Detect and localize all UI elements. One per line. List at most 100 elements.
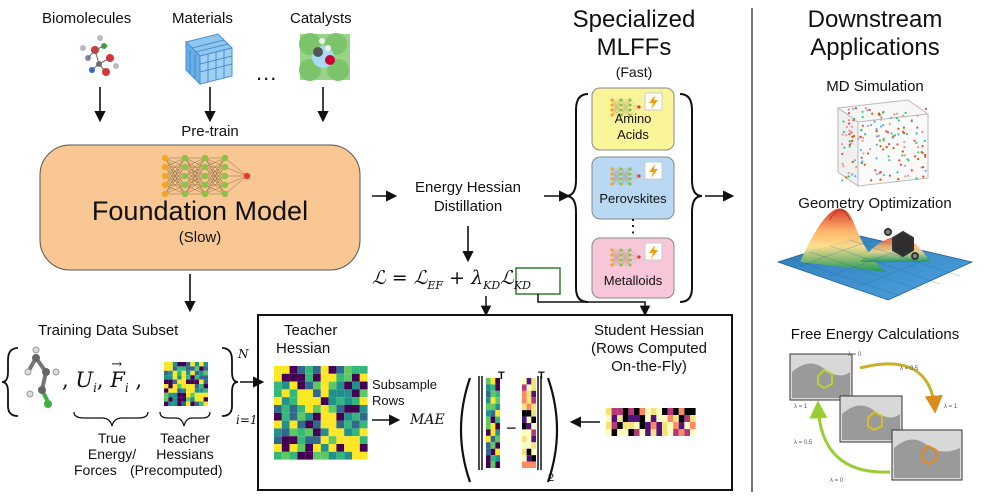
subsample-line1: Subsample xyxy=(372,377,438,392)
heatmap-cell xyxy=(168,388,173,393)
strip-cell xyxy=(522,390,527,398)
strip-cell xyxy=(526,429,532,436)
heatmap-cell xyxy=(344,412,352,421)
md-particle xyxy=(848,143,851,146)
heatmap-cell xyxy=(168,362,173,367)
norm-subscript: 2 xyxy=(548,472,555,484)
md-particle xyxy=(869,148,872,151)
heatmap-cell xyxy=(274,366,282,374)
heatmap-cell xyxy=(289,420,298,429)
heatmap-cell xyxy=(181,362,186,367)
md-particle xyxy=(847,112,851,115)
heatmap-cell xyxy=(194,397,200,402)
student-heatmap-cell xyxy=(639,408,646,415)
md-particle xyxy=(903,154,906,157)
md-particle xyxy=(845,125,848,129)
strip-cell xyxy=(495,435,500,443)
symbol-u: U xyxy=(75,368,94,392)
heatmap-cell xyxy=(359,373,368,382)
nn-node xyxy=(161,172,169,180)
loss-kd-symbol: ℒ xyxy=(500,267,514,289)
heatmap-cell xyxy=(168,375,173,380)
student-heatmap-cell xyxy=(628,408,634,415)
transpose-student: T xyxy=(538,370,545,382)
heatmap-cell xyxy=(177,379,182,384)
heatmap-cell xyxy=(172,370,178,376)
heatmap-cell xyxy=(336,412,345,421)
heatmap-cell xyxy=(336,405,345,413)
strip-cell xyxy=(486,448,491,456)
heatmap-cell xyxy=(281,436,290,444)
md-particle xyxy=(879,171,882,174)
heatmap-cell xyxy=(281,412,290,421)
lambda-label-2: λ = 1 xyxy=(944,404,958,410)
md-particle xyxy=(895,117,898,120)
strip-cell xyxy=(495,442,500,449)
heatmap-cell xyxy=(320,381,329,390)
specialized-title-line2: MLFFs xyxy=(596,34,672,61)
md-particle xyxy=(852,134,856,138)
student-heatmap-cell xyxy=(673,422,679,429)
heatmap-cell xyxy=(320,389,329,398)
heatmap-cell xyxy=(359,405,368,413)
strip-cell xyxy=(526,448,532,456)
md-particle xyxy=(882,139,885,142)
md-particle xyxy=(896,112,899,115)
geometry-optimization-image xyxy=(776,208,974,301)
heatmap-cell xyxy=(297,451,306,460)
md-particle xyxy=(882,123,885,127)
student-heatmap-cell xyxy=(622,408,629,415)
md-particle xyxy=(845,134,848,137)
heatmap-cell xyxy=(320,397,329,405)
training-tuple: , Ui, →Fi , xyxy=(62,357,143,396)
md-particle xyxy=(860,156,863,159)
heatmap-cell xyxy=(305,373,313,382)
teacher-title-line2: Hessian xyxy=(276,340,331,357)
heatmap-cell xyxy=(289,389,298,398)
heatmap-cell xyxy=(336,436,345,444)
student-heatmap-cell xyxy=(628,429,634,436)
heatmap-cell xyxy=(305,412,313,421)
md-particle xyxy=(882,137,885,141)
heatmap-cell xyxy=(186,362,191,367)
md-particle xyxy=(910,169,913,172)
heatmap-cell xyxy=(281,420,290,429)
heatmap-cell xyxy=(305,428,313,437)
student-heatmap-cell xyxy=(678,408,685,415)
heatmap-cell xyxy=(203,370,208,376)
heatmap-cell xyxy=(297,428,306,437)
md-particle xyxy=(848,133,851,136)
heatmap-cell xyxy=(164,379,169,384)
heatmap-cell xyxy=(320,428,329,437)
md-particle xyxy=(888,174,892,177)
student-heatmap-cell xyxy=(656,415,662,422)
teacher-hessian-thumbnail xyxy=(164,362,208,406)
heatmap-cell xyxy=(297,444,306,452)
strip-cell xyxy=(486,410,491,417)
heatmap-cell xyxy=(336,381,345,390)
student-heatmap-cell xyxy=(617,415,623,422)
md-particle xyxy=(848,145,851,148)
md-particle xyxy=(847,175,850,178)
heatmap-cell xyxy=(297,381,306,390)
heatmap-cell xyxy=(289,373,298,382)
heatmap-cell xyxy=(194,370,200,376)
strip-cell xyxy=(490,423,496,430)
md-particle xyxy=(924,153,927,157)
md-particle xyxy=(875,127,878,131)
heatmap-cell xyxy=(181,384,186,389)
md-particle xyxy=(901,150,904,153)
heatmap-cell xyxy=(344,436,352,444)
md-particle xyxy=(902,126,906,129)
student-heatmap-cell xyxy=(634,422,640,429)
heatmap-cell xyxy=(313,366,321,374)
md-particle xyxy=(861,124,864,127)
heatmap-cell xyxy=(352,444,360,452)
mini-nn-node xyxy=(610,113,614,117)
foundation-model-title: Foundation Model xyxy=(91,196,309,226)
mini-nn-node xyxy=(628,177,632,181)
heatmap-cell xyxy=(186,392,191,398)
heatmap-cell xyxy=(352,412,360,421)
strip-cell xyxy=(490,378,496,385)
downstream-title-line1: Downstream xyxy=(807,6,943,33)
